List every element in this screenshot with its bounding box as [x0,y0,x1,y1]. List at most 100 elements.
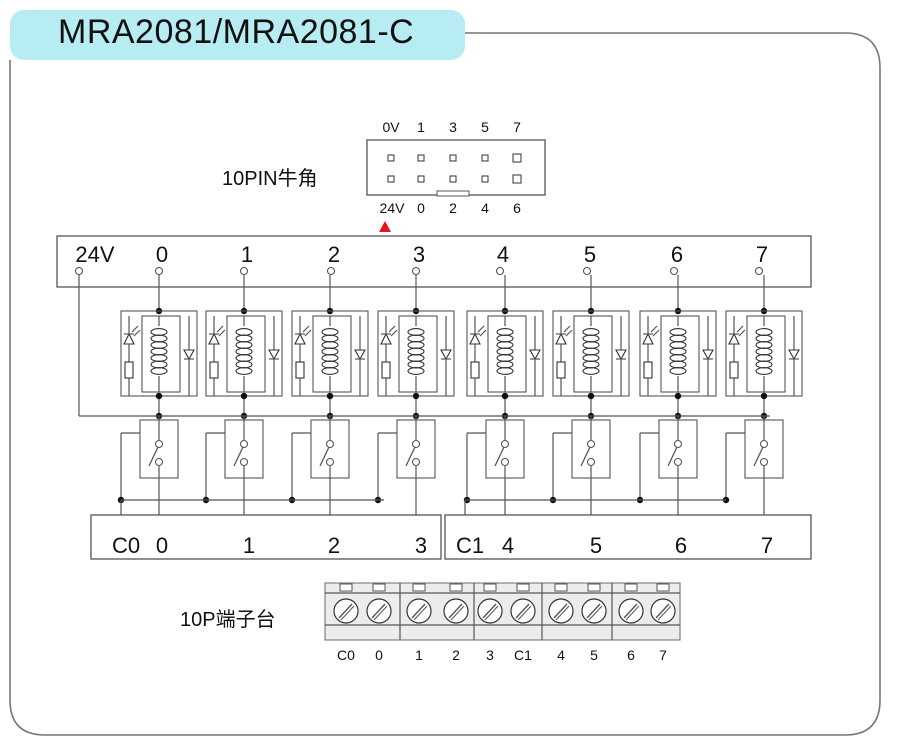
led-icon [123,332,135,345]
led-ray [477,325,485,333]
switch-contact [411,439,421,449]
led-ray [131,325,139,333]
coil-turn [669,360,687,369]
screw-slot [448,603,463,619]
coil-icon [496,328,514,375]
switch-contact [239,457,249,467]
screw-slot [482,603,497,619]
screw-slot [411,603,426,619]
input-pin-terminal [669,266,679,276]
relay-channel [722,275,803,527]
coil-turn [755,334,773,343]
led-ray [565,329,573,337]
output-pin-label: 5 [590,533,602,558]
resistor-icon [295,361,305,379]
coil-turn [496,347,514,356]
coil-icon [321,328,339,375]
terminal-slot [516,583,530,592]
switch-contact [673,439,683,449]
header-top-pin-label: 0V [382,119,400,135]
screw-slot [553,603,568,619]
input-pin-label: 7 [756,242,768,267]
screw-slot [586,603,601,619]
output-pin-label: 3 [415,533,427,558]
switch-blade [148,446,159,467]
switch-blade [233,446,244,467]
switch-blade [405,446,416,467]
diode-icon [788,349,800,361]
led-icon [469,332,481,345]
header-bottom-pin-label: 24V [380,200,406,216]
terminal-slot [339,583,353,592]
coil-turn [321,341,339,349]
resistor-icon [470,361,480,379]
header-top-pin-label: 3 [449,119,457,135]
terminal-slot [656,583,670,592]
led-ray [218,329,226,337]
output-pin-label: C1 [456,533,484,558]
relay-channel [202,275,283,527]
diode-icon [615,349,627,361]
output-bar-b [444,514,812,560]
header-bottom-pin-label: 4 [481,200,489,216]
coil-turn [755,347,773,356]
junction-dot [501,392,509,400]
coil-turn [321,328,339,336]
relay-frame [141,315,181,393]
led-icon [208,332,220,345]
coil-turn [582,328,600,336]
coil-turn [321,347,339,356]
switch-contact [239,439,249,449]
terminal-slot [554,583,568,592]
resistor-icon [556,361,566,379]
header-pin [387,154,395,162]
switch-contact [586,439,596,449]
switch-contact [411,457,421,467]
coil-turn [235,334,253,343]
coil-turn [755,328,773,336]
coil-icon [235,328,253,375]
screw-slot [657,605,672,621]
header-bottom-pin-label: 6 [513,200,521,216]
input-pin-label: 3 [413,242,425,267]
relay-frame [573,315,613,393]
screw-slot [517,605,532,621]
screw-slot [588,605,603,621]
coil-icon [582,328,600,375]
page-title: MRA2081/MRA2081-C [58,13,415,51]
coil-turn [150,347,168,356]
led-ray [388,325,396,333]
input-pin-label: 1 [241,242,253,267]
terminal-pin-label: C0 [337,647,355,663]
pin1-marker [379,221,391,232]
switch-contact [154,439,164,449]
junction-dot [326,392,334,400]
relay-frame [398,315,438,393]
terminal-pin-label: 6 [627,647,635,663]
coil-turn [150,367,168,375]
diode-icon [354,349,366,361]
coil-turn [321,367,339,375]
led-ray [738,329,746,337]
screw-slot [655,603,670,619]
coil-turn [235,341,253,349]
title-tab [10,10,465,60]
screw-slot [340,605,355,621]
switch-contact [500,439,510,449]
junction-dot [412,392,420,400]
coil-turn [496,354,514,362]
screw-slot [484,605,499,621]
relay-channel [463,275,544,527]
switch-contact [325,457,335,467]
terminal-slot [587,583,601,592]
switch-contact [673,457,683,467]
terminal-label: 10P端子台 [180,608,276,631]
resistor-icon [643,361,653,379]
coil-turn [235,354,253,362]
screw-slot [450,605,465,621]
led-icon [380,332,392,345]
screw-slot [625,605,640,621]
input-pin-label: 5 [584,242,596,267]
terminal-pin-label: 7 [659,647,667,663]
